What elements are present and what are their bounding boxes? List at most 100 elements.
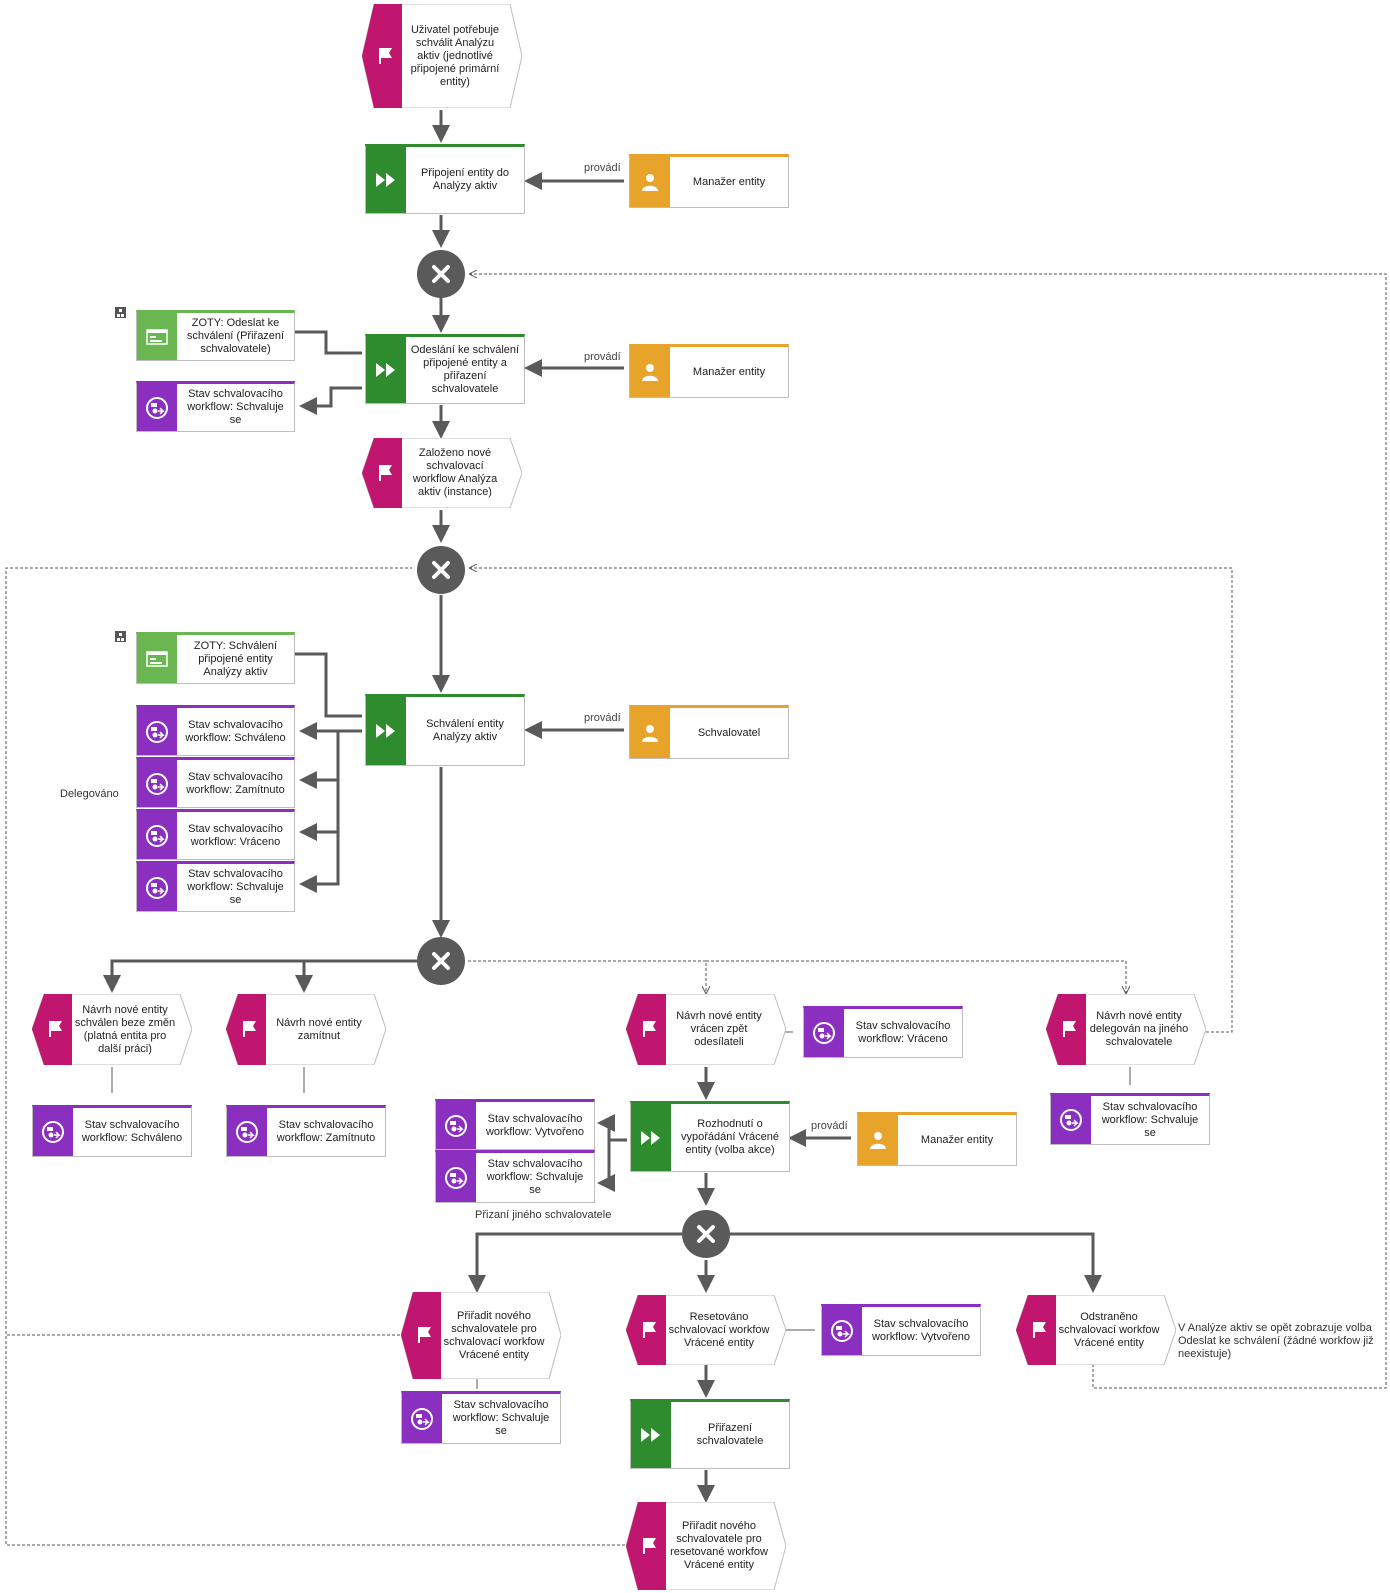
state-created: Stav schvalovacího workflow: Vytvořeno <box>435 1099 595 1150</box>
state-returned: Stav schvalovacího workflow: Vráceno <box>803 1006 963 1058</box>
function-approve-entity: Schválení entity Analýzy aktiv <box>365 694 525 766</box>
window-icon <box>146 328 168 345</box>
connector-label-provadi: provádí <box>584 162 621 174</box>
workflow-state-icon <box>236 1121 258 1143</box>
note-delegated: Delegováno <box>60 788 119 800</box>
dash-x3-e5 <box>468 960 706 993</box>
state-approved: Stav schvalovacího workflow: Schváleno <box>136 705 295 756</box>
screen-approve-entity: ZOTY: Schválení připojené entity Analýzy… <box>136 632 295 684</box>
person-icon <box>642 174 658 191</box>
flow-s1-f2 <box>294 330 362 355</box>
function-assign-approver: Přiřazení schvalovatele <box>630 1399 790 1469</box>
flag-icon <box>379 465 392 481</box>
workflow-state-icon <box>411 1407 433 1430</box>
dash-x3-e6 <box>706 960 1126 993</box>
event-returned-to-sender: Návrh nové entity vrácen zpět odesílatel… <box>626 994 786 1065</box>
function-send-for-approval: Odeslání ke schválení připojené entity a… <box>365 334 525 404</box>
event-user-needs-approval: Uživatel potřebuje schválit Analýzu akti… <box>362 4 522 108</box>
flow-f3-st4 <box>299 780 340 841</box>
flow-f3-st3 <box>299 731 340 789</box>
state-approving: Stav schvalovacího workflow: Schvaluje s… <box>1050 1093 1210 1145</box>
xor-x-icon <box>432 265 450 283</box>
loop-e7-x2 <box>5 567 412 1336</box>
flag-icon <box>418 1327 431 1343</box>
state-approved: Stav schvalovacího workflow: Schváleno <box>32 1105 192 1157</box>
event-delegated: Návrh nové entity delegován na jiného sc… <box>1046 994 1206 1065</box>
connector-label-provadi: provádí <box>584 712 621 724</box>
flow-x4-e9 <box>730 1232 1102 1293</box>
event-rejected: Návrh nové entity zamítnut <box>226 994 386 1065</box>
function-connect-entity: Připojení entity do Analýzy aktiv <box>365 144 525 214</box>
state-rejected: Stav schvalovacího workflow: Zamítnuto <box>136 757 295 808</box>
note-assign-other: Přizaní jiného schvalovatele <box>475 1209 612 1221</box>
fast-forward-icon <box>376 363 395 377</box>
state-approving: Stav schvalovacího workflow: Schvaluje s… <box>136 381 295 432</box>
workflow-state-icon <box>146 396 168 419</box>
event-workflow-reset: Resetováno schvalovací workfow Vrácené e… <box>626 1295 786 1365</box>
event-assign-new-approver: Přiřadit nového schvalovatele pro schval… <box>401 1292 561 1379</box>
workflow-state-icon <box>146 824 168 847</box>
state-returned: Stav schvalovacího workflow: Vráceno <box>136 809 295 860</box>
flow-f2-st1 <box>299 386 362 415</box>
flag-icon <box>643 1021 656 1037</box>
xor-gateway-1 <box>417 250 465 298</box>
xor-gateway-3 <box>417 937 465 985</box>
workflow-state-icon <box>1060 1109 1082 1131</box>
flow-f3-st5 <box>299 832 340 893</box>
workflow-state-icon <box>146 876 168 899</box>
state-created: Stav schvalovacího workflow: Vytvořeno <box>821 1304 981 1356</box>
person-icon <box>642 725 658 742</box>
state-approving: Stav schvalovacího workflow: Schvaluje s… <box>435 1150 595 1203</box>
flow-x4-e7 <box>468 1232 682 1293</box>
role-entity-manager: Manažer entity <box>629 154 789 208</box>
function-decide-returned: Rozhodnutí o vypořádání Vrácené entity (… <box>630 1101 790 1172</box>
role-entity-manager: Manažer entity <box>629 344 789 398</box>
xor-gateway-4 <box>682 1210 730 1258</box>
screen-send-for-approval: ZOTY: Odeslat ke schválení (Přiřazení sc… <box>136 310 295 361</box>
connector-label-provadi: provádí <box>811 1120 848 1132</box>
flag-icon <box>49 1021 62 1037</box>
flow-f4-st11 <box>597 1140 615 1192</box>
event-assign-approver-reset: Přiřadit nového schvalovatele pro reseto… <box>626 1502 786 1590</box>
fast-forward-icon <box>376 173 395 187</box>
loop-e10-x2 <box>5 1335 630 1546</box>
flow-f4-st10 <box>597 1114 627 1142</box>
role-entity-manager: Manažer entity <box>857 1112 1017 1166</box>
flag-icon <box>1063 1021 1076 1037</box>
hierarchy-icon <box>115 631 126 642</box>
person-icon <box>642 364 658 381</box>
workflow-state-icon <box>831 1320 853 1342</box>
window-icon <box>146 651 168 667</box>
xor-x-icon <box>432 561 450 579</box>
hierarchy-icon <box>115 307 126 318</box>
flag-icon <box>643 1538 656 1554</box>
workflow-state-icon <box>42 1121 64 1143</box>
role-approver: Schvalovatel <box>629 705 789 759</box>
xor-gateway-2 <box>417 546 465 594</box>
xor-x-icon <box>697 1225 715 1243</box>
person-icon <box>870 1132 886 1149</box>
event-workflow-removed: Odstraněno schvalovací workfow Vrácené e… <box>1016 1295 1176 1365</box>
state-rejected: Stav schvalovacího workflow: Zamítnuto <box>226 1105 386 1157</box>
loop-e6-x2 <box>470 568 1233 1033</box>
connector-label-provadi: provádí <box>584 351 621 363</box>
fast-forward-icon <box>641 1428 660 1442</box>
flag-icon <box>379 48 392 64</box>
fast-forward-icon <box>376 724 395 738</box>
state-approving: Stav schvalovacího workflow: Schvaluje s… <box>401 1391 561 1444</box>
workflow-state-icon <box>445 1114 467 1137</box>
loop-e9-x1 <box>470 274 1387 1389</box>
fast-forward-icon <box>641 1130 660 1145</box>
xor-x-icon <box>432 952 450 970</box>
flow-s2-f3 <box>294 652 362 718</box>
flow-x3-e3 <box>103 959 417 993</box>
event-approved-unchanged: Návrh nové entity schválen beze změn (pl… <box>32 994 192 1065</box>
flag-icon <box>1033 1322 1046 1338</box>
workflow-state-icon <box>813 1022 835 1044</box>
workflow-state-icon <box>146 720 168 743</box>
event-new-workflow-created: Založeno nové schvalovací workflow Analý… <box>362 438 522 508</box>
workflow-state-icon <box>445 1166 467 1189</box>
note-reappear: V Analýze aktiv se opět zobrazuje volba … <box>1178 1322 1374 1360</box>
flag-icon <box>643 1322 656 1338</box>
